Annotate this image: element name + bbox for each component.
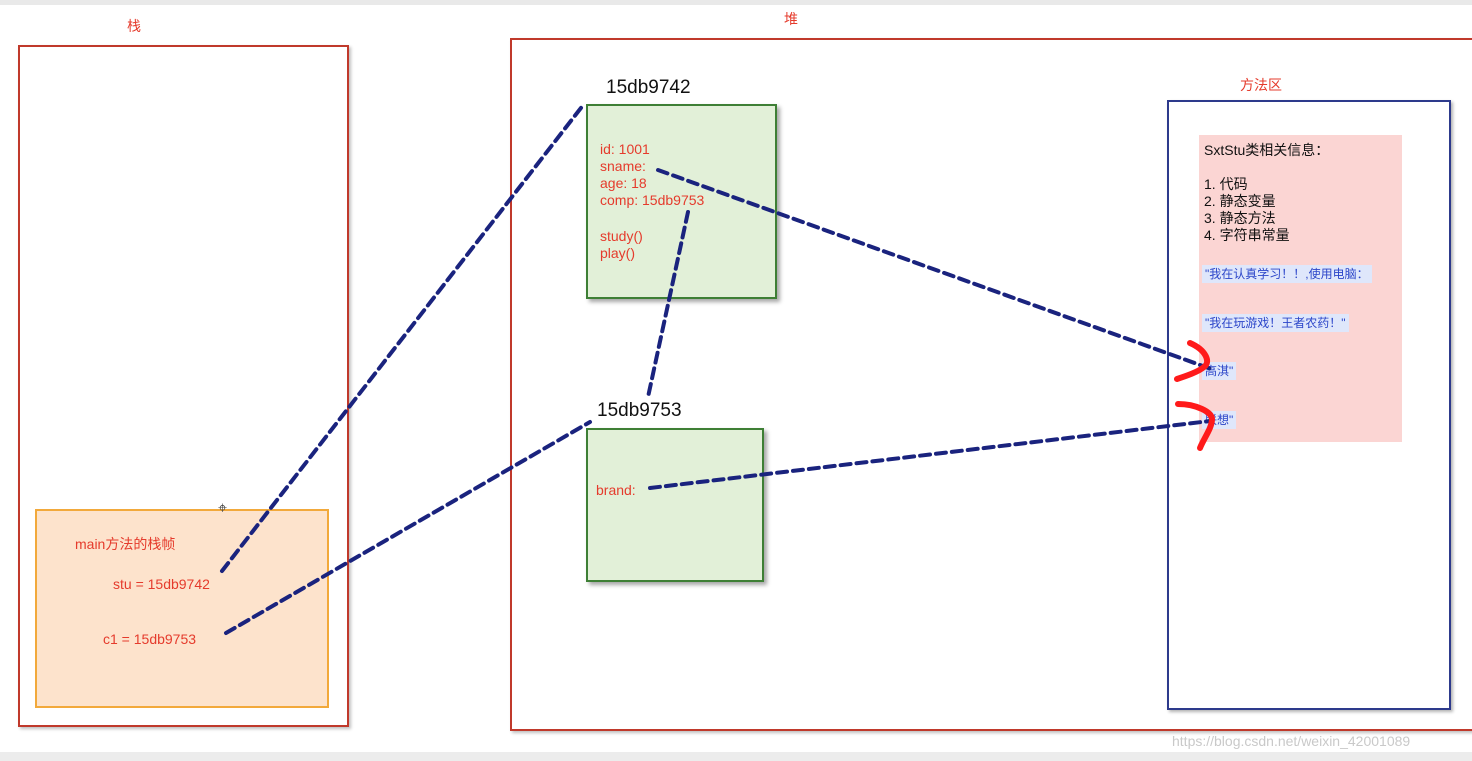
c1-variable: c1 = 15db9753 bbox=[103, 631, 197, 647]
top-strip bbox=[0, 0, 1472, 5]
bottom-strip bbox=[0, 752, 1472, 761]
mouse-cursor-icon: ⌖ bbox=[218, 500, 228, 517]
method-play: play() bbox=[600, 245, 636, 261]
computer-object-address: 15db9753 bbox=[597, 400, 682, 421]
heap-title: 堆 bbox=[784, 11, 798, 27]
red-arrow-mark bbox=[1174, 340, 1211, 382]
method-study: study() bbox=[600, 228, 643, 244]
sname-reference-line bbox=[656, 168, 1216, 372]
student-object: id: 1001 sname: age: 18 comp: 15db9753 s… bbox=[586, 104, 777, 299]
method-area-title: 方法区 bbox=[1240, 77, 1282, 93]
class-info-panel: SxtStu类相关信息： 1. 代码 2. 静态变量 3. 静态方法 4. 字符… bbox=[1199, 135, 1402, 442]
comp-reference-line bbox=[646, 210, 690, 399]
computer-object: brand: bbox=[586, 428, 764, 582]
c1-reference-line bbox=[224, 420, 592, 635]
class-info-item: 2. 静态变量 bbox=[1204, 193, 1276, 209]
class-info-heading: SxtStu类相关信息： bbox=[1204, 142, 1330, 158]
watermark: https://blog.csdn.net/weixin_42001089 bbox=[1172, 733, 1411, 749]
main-stack-frame: main方法的栈帧 stu = 15db9742 c1 = 15db9753 bbox=[35, 509, 329, 708]
stu-variable: stu = 15db9742 bbox=[113, 576, 210, 592]
red-arrow-mark bbox=[1175, 401, 1215, 451]
student-object-address: 15db9742 bbox=[606, 77, 691, 98]
brand-reference-line bbox=[648, 419, 1212, 490]
field-age: age: 18 bbox=[600, 175, 647, 191]
stu-reference-line bbox=[220, 102, 586, 573]
field-comp: comp: 15db9753 bbox=[600, 192, 705, 208]
heap-region bbox=[510, 38, 1472, 731]
string-constant: "我在认真学习！！,使用电脑： bbox=[1202, 265, 1372, 283]
stack-frame-title: main方法的栈帧 bbox=[75, 536, 176, 552]
field-brand: brand: bbox=[596, 482, 636, 498]
class-info-item: 1. 代码 bbox=[1204, 176, 1248, 192]
class-info-item: 3. 静态方法 bbox=[1204, 210, 1276, 226]
stack-title: 栈 bbox=[127, 18, 141, 34]
field-id: id: 1001 bbox=[600, 141, 650, 157]
string-constant: "我在玩游戏！王者农药！" bbox=[1202, 314, 1349, 332]
stack-region bbox=[18, 45, 349, 727]
class-info-item: 4. 字符串常量 bbox=[1204, 227, 1290, 243]
field-sname: sname: bbox=[600, 158, 646, 174]
string-constant: 高淇" bbox=[1202, 362, 1237, 380]
